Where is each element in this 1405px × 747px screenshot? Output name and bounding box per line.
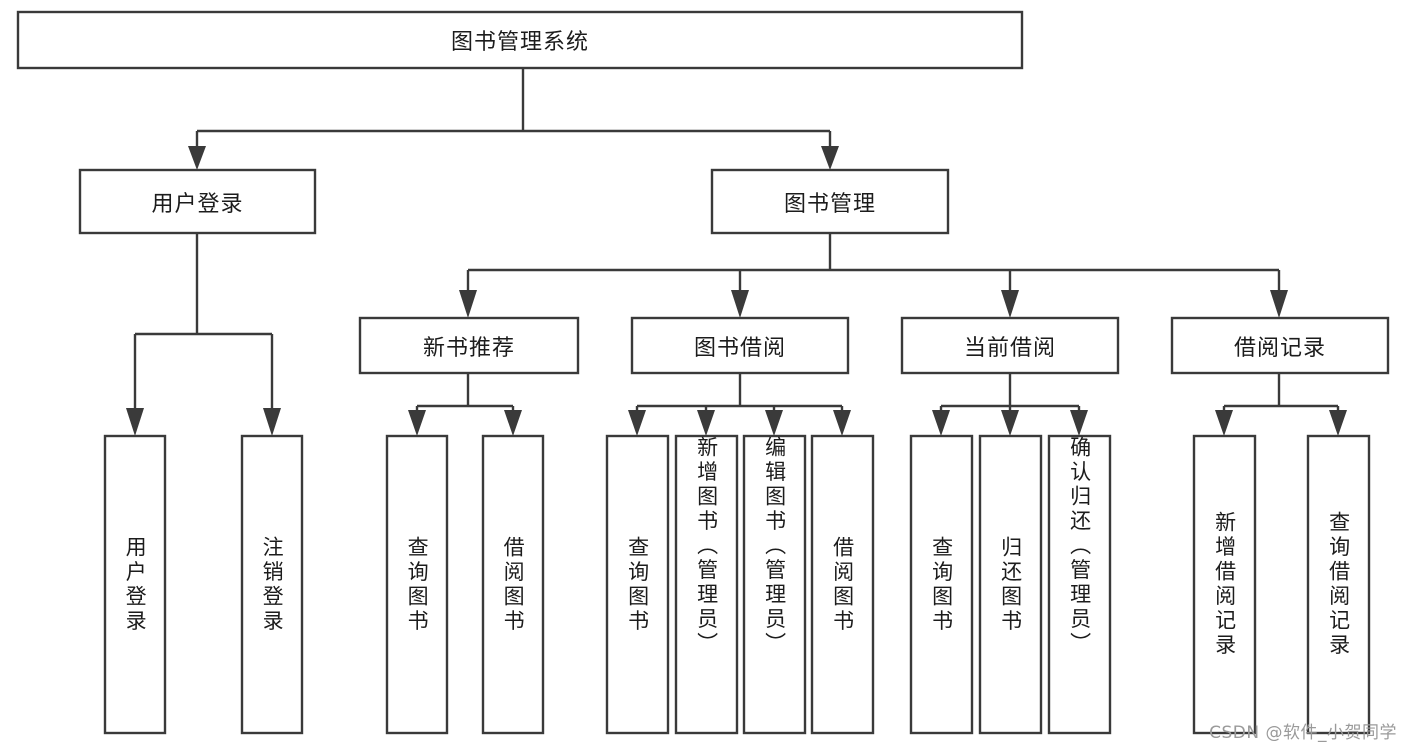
arrow-head-bb-edit-book xyxy=(765,410,783,436)
node-borrow-record[interactable] xyxy=(1170,316,1390,375)
leaf-bb-query-book[interactable] xyxy=(605,434,670,735)
leaf-bb-borrow-book[interactable] xyxy=(810,434,875,735)
leaf-bb-add-book[interactable] xyxy=(674,434,739,735)
arrow-head-bb-query-book xyxy=(628,410,646,436)
leaf-br-query-record[interactable] xyxy=(1306,434,1371,735)
arrow-head-leaf-logout xyxy=(263,408,281,436)
leaf-br-add-record[interactable] xyxy=(1192,434,1257,735)
arrow-head-br-add-record xyxy=(1215,410,1233,436)
node-new-book-recommend[interactable] xyxy=(358,316,580,375)
arrow-head-cb-confirm-return xyxy=(1070,410,1088,436)
arrow-head-borrow-record xyxy=(1270,290,1288,318)
arrow-head-nbr-borrow-book xyxy=(504,410,522,436)
node-book-manage[interactable] xyxy=(710,168,950,235)
arrow-head-nbr-query-book xyxy=(408,410,426,436)
node-book-borrow[interactable] xyxy=(630,316,850,375)
leaf-cb-query-book[interactable] xyxy=(909,434,974,735)
arrow-head-current-borrow xyxy=(1001,290,1019,318)
node-root[interactable] xyxy=(16,10,1024,70)
arrow-head-bb-add-book xyxy=(697,410,715,436)
leaf-user-login[interactable] xyxy=(103,434,167,735)
node-user-login[interactable] xyxy=(78,168,317,235)
leaf-cb-return-book[interactable] xyxy=(978,434,1043,735)
arrow-head-bb-borrow-book xyxy=(833,410,851,436)
arrow-head-new-book-recommend xyxy=(459,290,477,318)
leaf-bb-edit-book[interactable] xyxy=(742,434,807,735)
leaf-logout[interactable] xyxy=(240,434,304,735)
arrow-head-br-query-record xyxy=(1329,410,1347,436)
arrow-head-book-borrow xyxy=(731,290,749,318)
node-current-borrow[interactable] xyxy=(900,316,1120,375)
leaf-nbr-query-book[interactable] xyxy=(385,434,449,735)
arrow-head-leaf-user-login xyxy=(126,408,144,436)
arrow-head-user-login xyxy=(188,146,206,170)
arrow-head-cb-return-book xyxy=(1001,410,1019,436)
arrow-head-cb-query-book xyxy=(932,410,950,436)
leaf-nbr-borrow-book[interactable] xyxy=(481,434,545,735)
leaf-cb-confirm-return[interactable] xyxy=(1047,434,1112,735)
arrow-head-book-manage xyxy=(821,146,839,170)
